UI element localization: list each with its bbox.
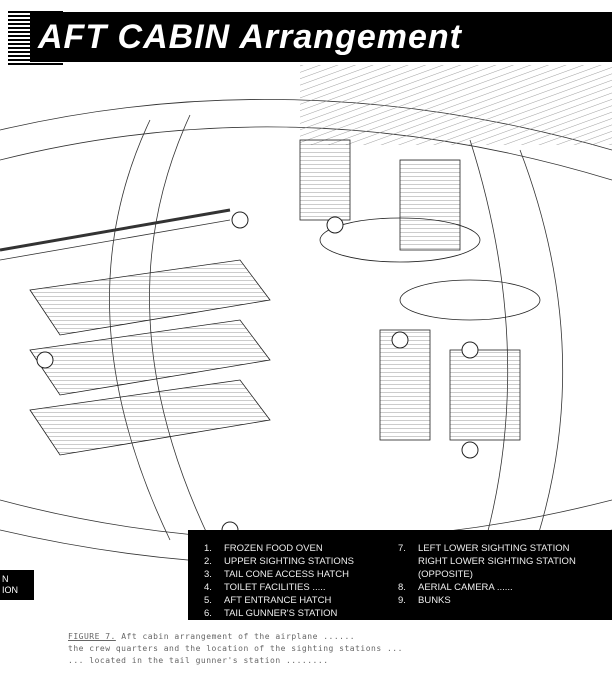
- figure-number: FIGURE 7.: [68, 632, 116, 641]
- caption-line: the crew quarters and the location of th…: [68, 644, 403, 653]
- legend-number: 9.: [398, 595, 406, 606]
- legend-item: 4. TOILET FACILITIES .....: [204, 581, 354, 594]
- page-title: AFT CABIN Arrangement: [38, 18, 462, 56]
- legend-label: RIGHT LOWER SIGHTING STATION: [418, 556, 576, 567]
- legend-item: 1. FROZEN FOOD OVEN: [204, 542, 354, 555]
- legend-right-column: 7. LEFT LOWER SIGHTING STATION RIGHT LOWE…: [398, 542, 576, 607]
- legend-label: TAIL GUNNER'S STATION: [224, 608, 338, 619]
- legend-label: AERIAL CAMERA ......: [418, 582, 513, 593]
- legend-number: 1.: [204, 543, 212, 554]
- bunks: [29, 259, 271, 456]
- legend-label: BUNKS: [418, 595, 451, 606]
- legend-item: 2. UPPER SIGHTING STATIONS: [204, 555, 354, 568]
- side-label: N ION: [0, 570, 34, 600]
- caption-text: Aft cabin arrangement of the airplane ..…: [121, 632, 356, 641]
- legend-item: 7. LEFT LOWER SIGHTING STATION: [398, 542, 576, 555]
- legend-item: 6. TAIL GUNNER'S STATION: [204, 607, 354, 620]
- caption-line: ... located in the tail gunner's station…: [68, 656, 329, 665]
- side-label-line: N: [2, 574, 9, 584]
- legend-left-column: 1. FROZEN FOOD OVEN 2. UPPER SIGHTING STAT…: [204, 542, 354, 620]
- legend: 1. FROZEN FOOD OVEN 2. UPPER SIGHTING STAT…: [188, 530, 612, 620]
- legend-label: TAIL CONE ACCESS HATCH: [224, 569, 349, 580]
- legend-number: 2.: [204, 556, 212, 567]
- caption-line: FIGURE 7. Aft cabin arrangement of the a…: [68, 631, 568, 643]
- legend-number: 8.: [398, 582, 406, 593]
- legend-number: 4.: [204, 582, 212, 593]
- aft-cabin-illustration: [0, 65, 612, 566]
- legend-label: FROZEN FOOD OVEN: [224, 543, 323, 554]
- legend-number: 7.: [398, 543, 406, 554]
- sighting-stations: [299, 139, 541, 441]
- legend-label: LEFT LOWER SIGHTING STATION: [418, 543, 570, 554]
- fuselage-frame: [109, 119, 171, 541]
- side-label-line: ION: [2, 585, 19, 595]
- legend-item: 5. AFT ENTRANCE HATCH: [204, 594, 354, 607]
- legend-number: 5.: [204, 595, 212, 606]
- legend-number: 6.: [204, 608, 212, 619]
- legend-item: (OPPOSITE): [398, 568, 576, 581]
- legend-label: TOILET FACILITIES .....: [224, 582, 326, 593]
- legend-label: AFT ENTRANCE HATCH: [224, 595, 332, 606]
- legend-item: 8. AERIAL CAMERA ......: [398, 581, 576, 594]
- figure-caption: FIGURE 7. Aft cabin arrangement of the a…: [68, 631, 568, 667]
- legend-item: 3. TAIL CONE ACCESS HATCH: [204, 568, 354, 581]
- legend-label: (OPPOSITE): [418, 569, 473, 580]
- title-banner: [30, 12, 612, 62]
- legend-item: RIGHT LOWER SIGHTING STATION: [398, 555, 576, 568]
- legend-label: UPPER SIGHTING STATIONS: [224, 556, 355, 567]
- legend-item: 9. BUNKS: [398, 594, 576, 607]
- legend-number: 3.: [204, 569, 212, 580]
